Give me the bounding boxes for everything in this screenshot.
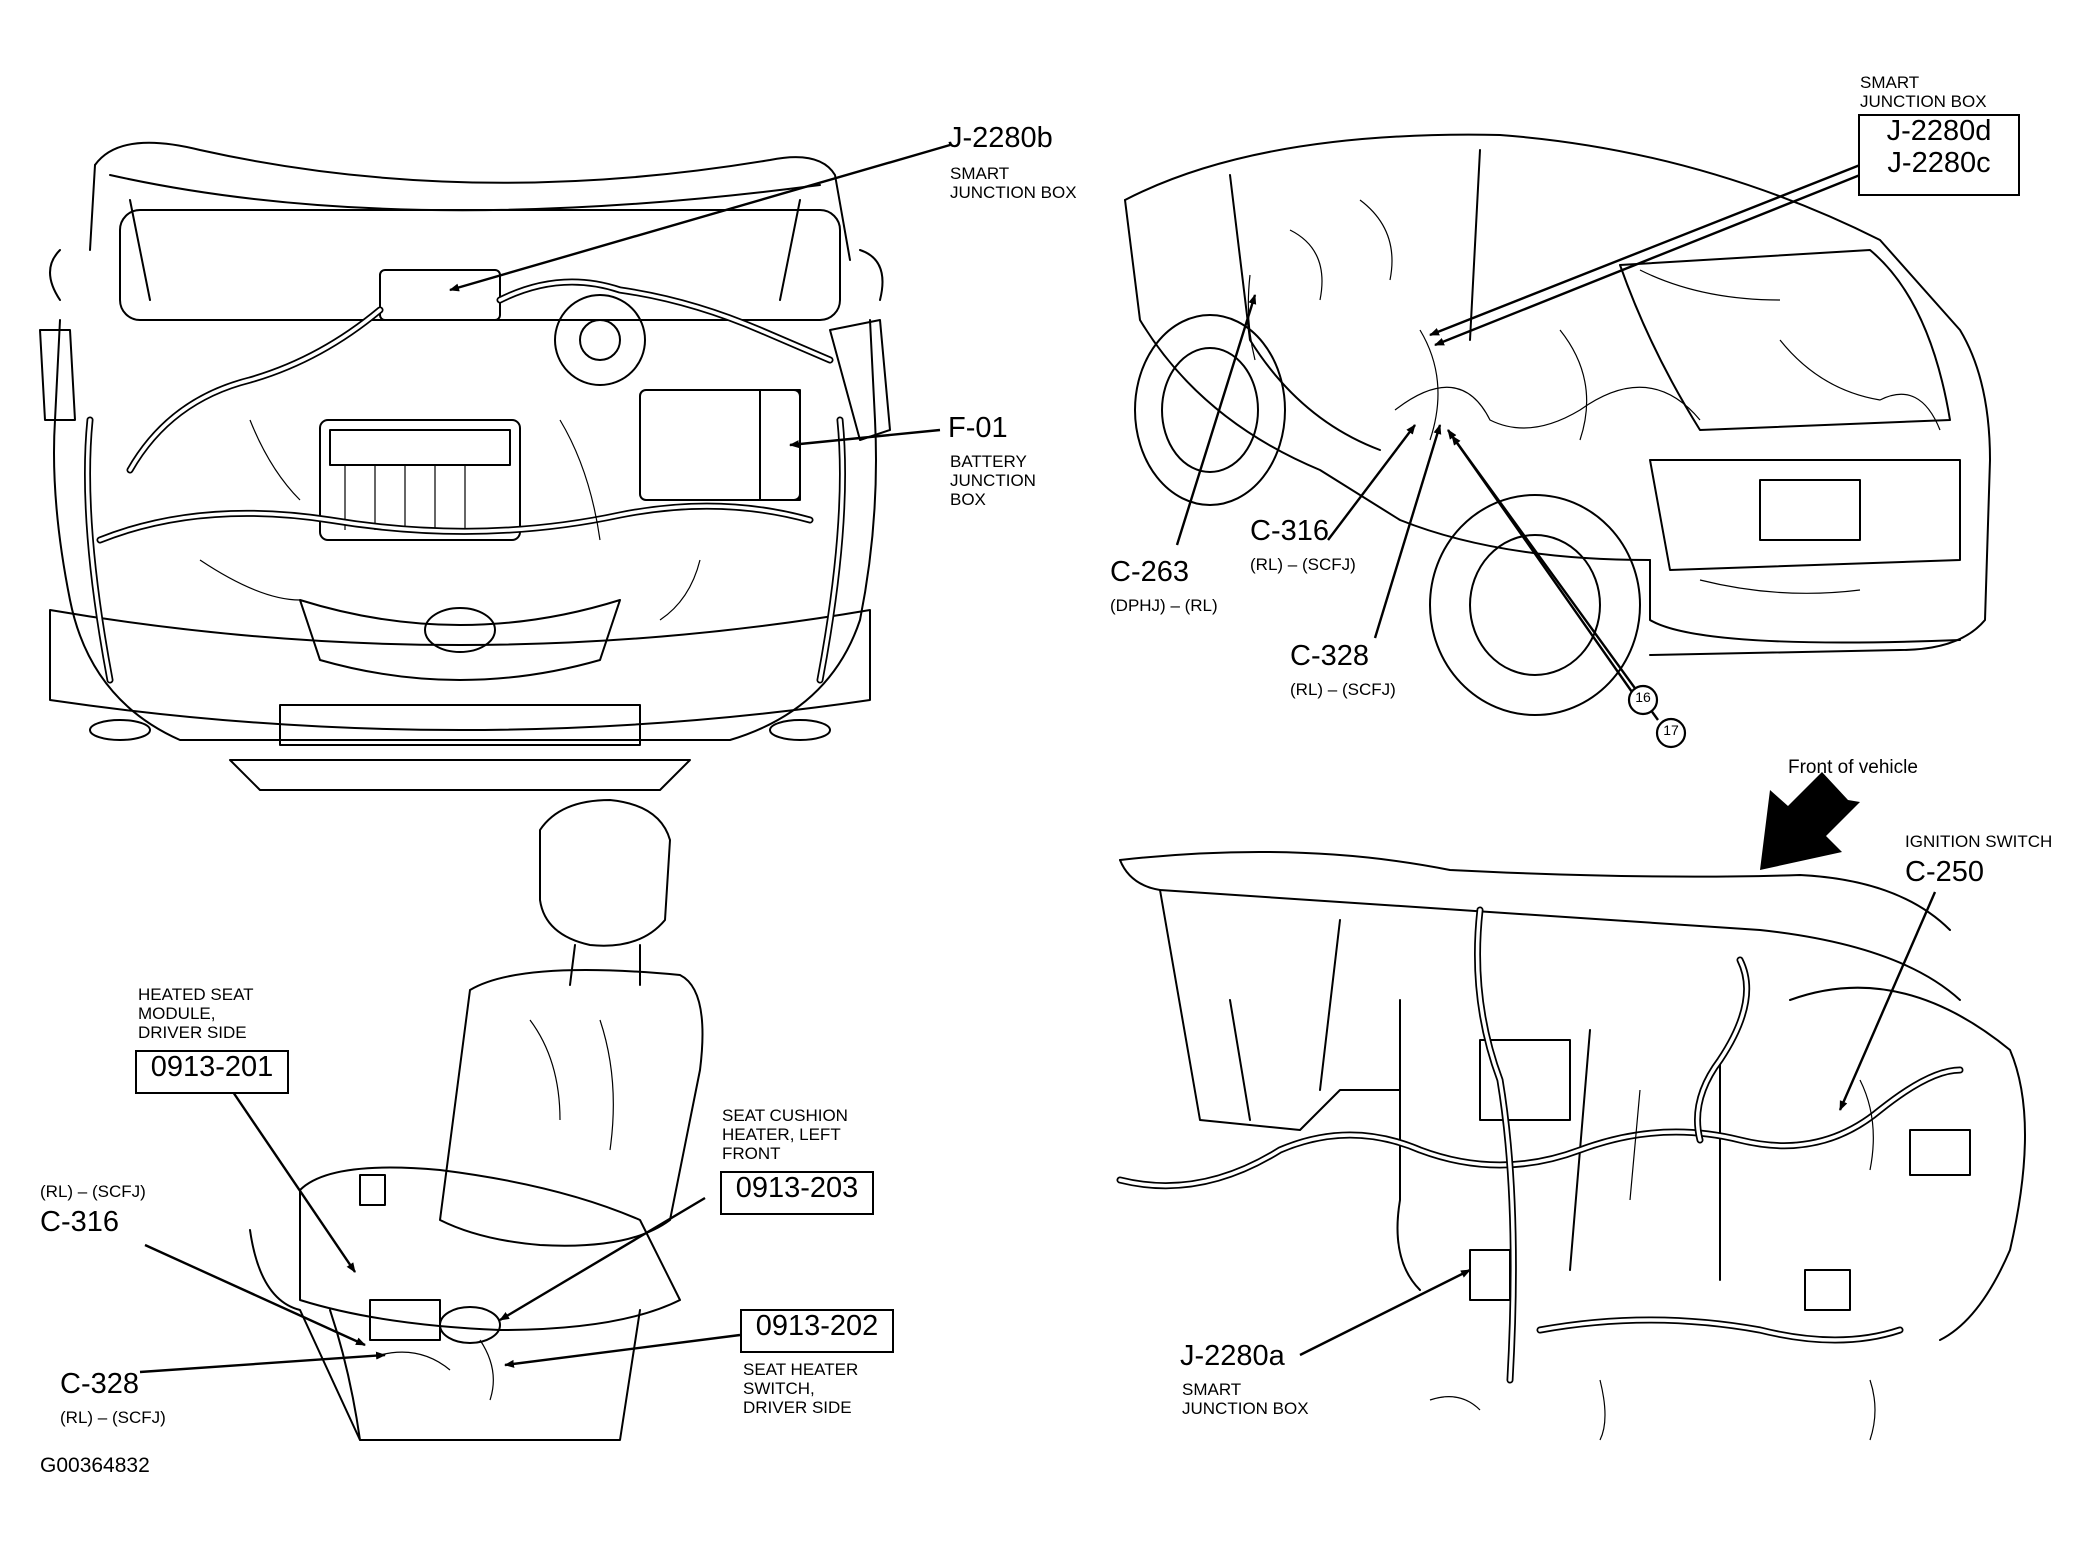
label-rear-c316: C-316 [1250, 515, 1329, 547]
label-rear-c328: C-328 [1290, 640, 1369, 672]
label-j2280b: J-2280b [948, 122, 1053, 154]
box-0913-202: 0913-202 [740, 1309, 894, 1353]
label-rear-c328-note: (RL) – (SCFJ) [1290, 680, 1396, 699]
label-seat-cushion-heater-desc: SEAT CUSHION HEATER, LEFT FRONT [722, 1106, 848, 1164]
label-front-of-vehicle: Front of vehicle [1788, 757, 1918, 778]
label-rear-c316-note: (RL) – (SCFJ) [1250, 555, 1356, 574]
label-seat-c316: C-316 [40, 1206, 119, 1238]
label-ignition-switch-desc: IGNITION SWITCH [1905, 832, 2053, 851]
label-j2280c: J-2280c [1887, 146, 1991, 179]
callout-17: 17 [1663, 722, 1679, 738]
label-seat-c328-note: (RL) – (SCFJ) [60, 1408, 166, 1427]
figure-id: G00364832 [40, 1454, 150, 1477]
label-j2280a-desc: SMART JUNCTION BOX [1182, 1380, 1309, 1419]
label-c250: C-250 [1905, 856, 1984, 888]
label-c263: C-263 [1110, 556, 1189, 588]
label-j2280d: J-2280d [1886, 115, 1992, 147]
label-c263-note: (DPHJ) – (RL) [1110, 596, 1218, 615]
box-j2280d-j2280c: J-2280d J-2280c [1858, 114, 2020, 196]
seat-illustration [249, 799, 704, 1441]
callout-circles [1627, 684, 1687, 749]
label-f01-desc: BATTERY JUNCTION BOX [950, 452, 1036, 510]
dashboard-illustration [1116, 851, 2026, 1441]
leader-lines [139, 143, 1937, 1374]
label-f01: F-01 [948, 412, 1008, 444]
front-direction-arrow [1760, 772, 1860, 870]
box-0913-203: 0913-203 [720, 1171, 874, 1215]
label-heated-seat-module-desc: HEATED SEAT MODULE, DRIVER SIDE [138, 985, 254, 1043]
callout-16: 16 [1635, 689, 1651, 705]
label-seat-c316-note: (RL) – (SCFJ) [40, 1182, 146, 1201]
label-seat-c328: C-328 [60, 1368, 139, 1400]
label-seat-heater-switch-desc: SEAT HEATER SWITCH, DRIVER SIDE [743, 1360, 859, 1418]
box-0913-201: 0913-201 [135, 1050, 289, 1094]
label-rear-smart-jb-desc: SMART JUNCTION BOX [1860, 73, 1987, 112]
engine-bay-illustration [39, 141, 891, 791]
label-j2280a: J-2280a [1180, 1340, 1285, 1372]
rear-vehicle-illustration [1124, 133, 1991, 716]
label-j2280b-desc: SMART JUNCTION BOX [950, 164, 1077, 203]
